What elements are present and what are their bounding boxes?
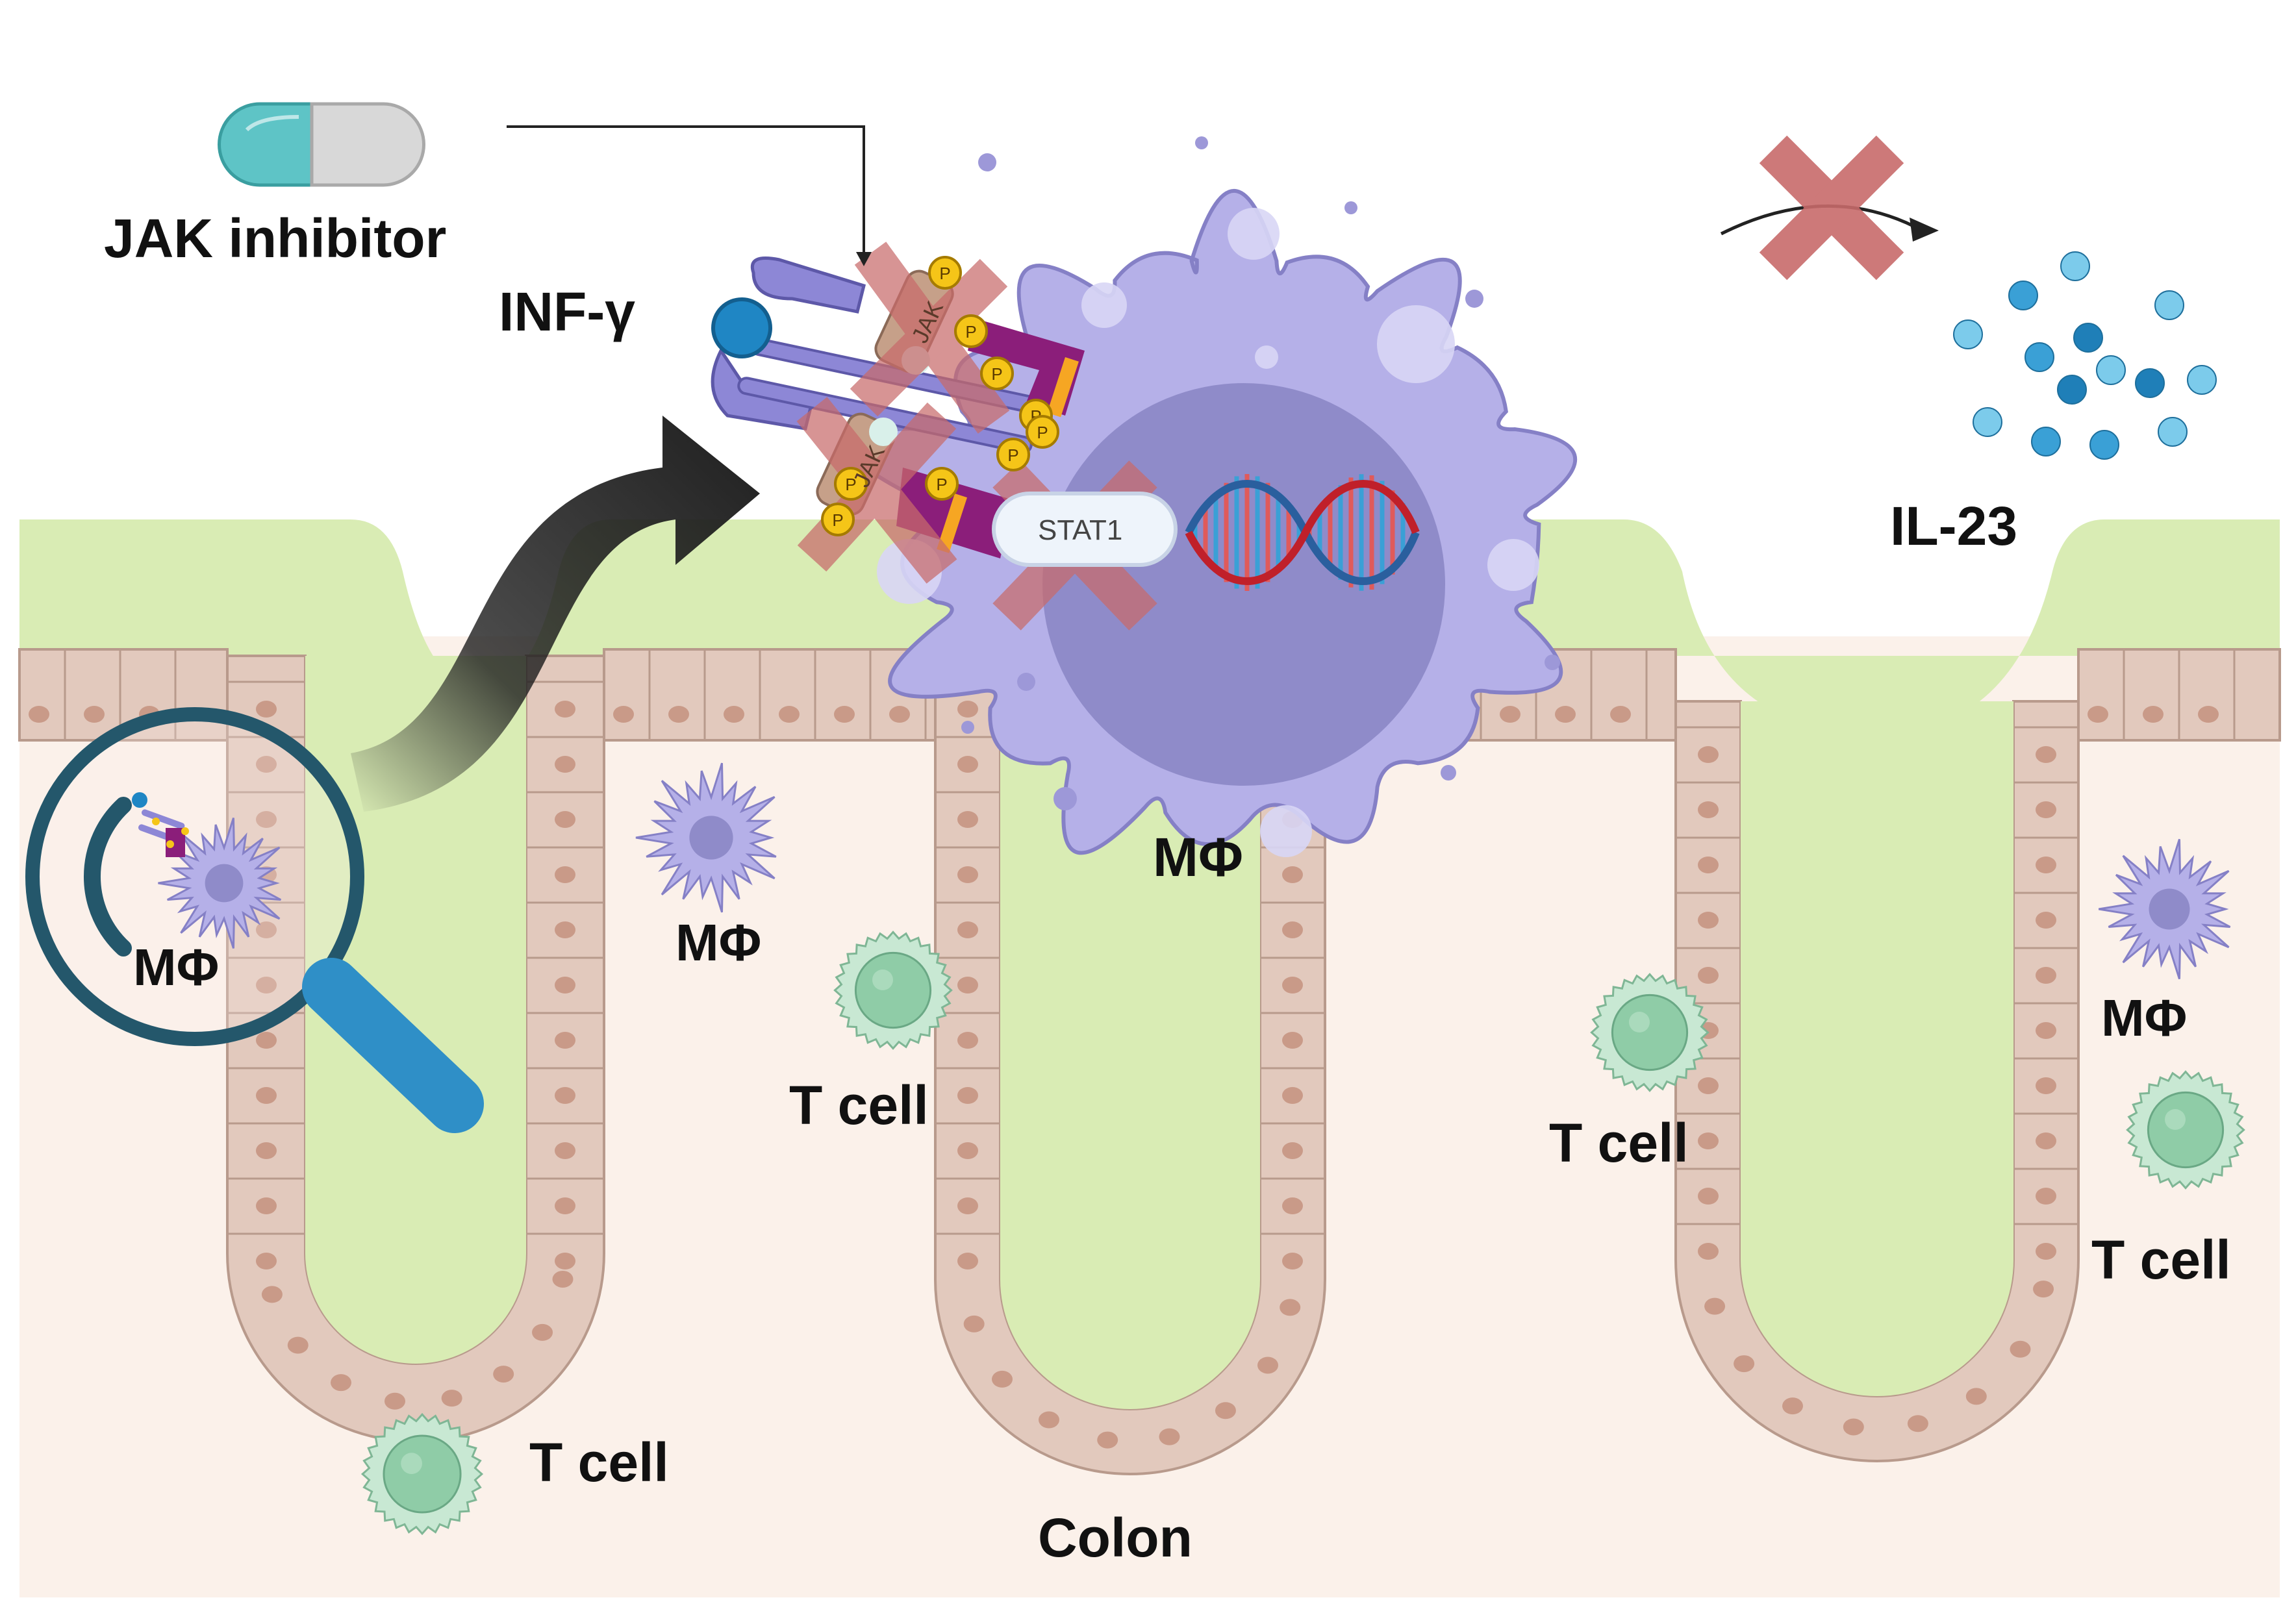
t-cell — [833, 931, 953, 1050]
zoom-arrow — [351, 416, 760, 812]
il23-label: IL-23 — [1890, 495, 2018, 556]
t-cell — [1590, 973, 1709, 1092]
t-cell — [2126, 1070, 2245, 1190]
dna-helix-icon — [1185, 474, 1420, 591]
inhibitor-arrow — [507, 125, 865, 253]
il23-molecules — [1953, 251, 2217, 460]
t-cell-label-2: T cell — [1549, 1112, 1689, 1173]
svg-text:P: P — [1037, 423, 1048, 442]
macrophage-label-lens: MΦ — [133, 938, 220, 996]
svg-text:P: P — [939, 264, 950, 283]
t-cell — [360, 1412, 484, 1536]
t-cell-label-3: T cell — [2091, 1229, 2231, 1290]
t-cell-label-1: T cell — [789, 1075, 929, 1136]
svg-text:P: P — [936, 475, 947, 494]
t-cell-label-4: T cell — [529, 1432, 669, 1493]
jak-inhibitor-label: JAK inhibitor — [104, 208, 447, 269]
svg-text:P: P — [845, 475, 856, 494]
crypt — [1674, 700, 2080, 1462]
macrophage-label-large: MΦ — [1153, 827, 1243, 888]
stat1-capsule — [992, 492, 1178, 567]
ifn-receptor-complex: PPPPPPPPP — [711, 242, 1178, 631]
svg-text:P: P — [1007, 445, 1018, 465]
macrophage-label-2: MΦ — [675, 914, 762, 971]
small-cells — [360, 762, 2245, 1536]
macrophage-label-3: MΦ — [2101, 989, 2188, 1047]
magnifier-icon — [25, 707, 484, 1133]
stat1-label: STAT1 — [1038, 514, 1123, 546]
colon-label: Colon — [1038, 1507, 1192, 1568]
svg-text:P: P — [965, 322, 976, 342]
inf-gamma-label: INF-γ — [499, 281, 635, 342]
svg-text:P: P — [832, 510, 843, 530]
jak-inhibitor-capsule-icon — [218, 102, 425, 187]
svg-text:P: P — [991, 364, 1002, 384]
inhibition-cross-icon — [1759, 135, 1904, 281]
macrophage — [635, 762, 777, 913]
ifn-gamma-ligand — [711, 297, 772, 358]
crypts — [18, 648, 2281, 1475]
macrophage — [158, 818, 282, 949]
macrophage — [2099, 838, 2231, 980]
